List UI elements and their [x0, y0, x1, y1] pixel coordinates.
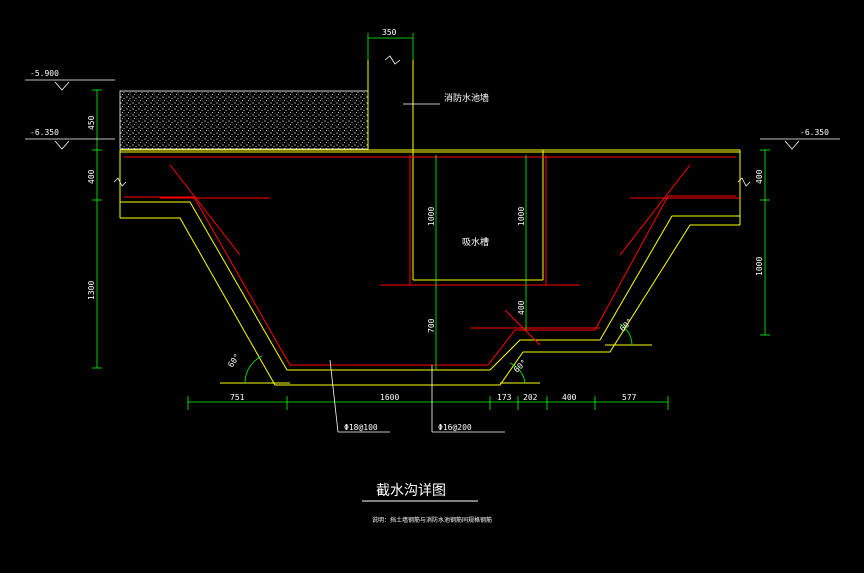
angle-mid: 60°	[512, 358, 529, 375]
pool-wall-label: 消防水池墙	[444, 92, 489, 104]
dim-h-1600: 1600	[380, 393, 399, 402]
rebar-label-2: Φ16@200	[438, 423, 472, 432]
level-text-left: -6.350	[30, 128, 59, 137]
dim-700: 700	[427, 318, 436, 333]
level-mark-left	[25, 138, 115, 150]
rebar-label-1: Φ18@100	[344, 423, 378, 432]
drawing-title: 截水沟详图	[376, 483, 446, 499]
dim-400: 400	[517, 300, 526, 315]
rebar-lines	[124, 155, 740, 366]
dim-left-400: 400	[87, 169, 96, 184]
dim-left-1300: 1300	[87, 281, 96, 300]
dim-sump-left-1000: 1000	[427, 207, 436, 226]
structure-outline	[119, 60, 741, 386]
leader-lines	[329, 103, 505, 433]
level-mark-top-left	[25, 79, 115, 91]
break-mark-right	[737, 177, 751, 187]
dim-left-450: 450	[87, 115, 96, 130]
dim-h-751: 751	[230, 393, 245, 402]
dimension-lines	[92, 33, 770, 410]
break-mark-top	[384, 55, 401, 65]
dim-h-400: 400	[562, 393, 577, 402]
break-mark-left	[113, 177, 127, 187]
level-mark-right	[760, 138, 840, 150]
level-text-top-left: -5.900	[30, 69, 59, 78]
dim-right-1000: 1000	[755, 257, 764, 276]
level-text-right: -6.350	[800, 128, 829, 137]
angle-right: 60°	[618, 317, 635, 334]
soil-fill	[119, 90, 369, 150]
dim-h-577: 577	[622, 393, 637, 402]
dim-sump-right-1000: 1000	[517, 207, 526, 226]
sump-label: 吸水槽	[462, 236, 489, 248]
dim-h-202: 202	[523, 393, 538, 402]
angle-left: 60°	[226, 352, 242, 369]
dim-right-400: 400	[755, 169, 764, 184]
drawing-note: 说明：挡土墙钢筋与消防水池钢筋同规格钢筋	[372, 516, 492, 524]
dim-h-173: 173	[497, 393, 512, 402]
dim-wall-thickness: 350	[382, 28, 397, 37]
